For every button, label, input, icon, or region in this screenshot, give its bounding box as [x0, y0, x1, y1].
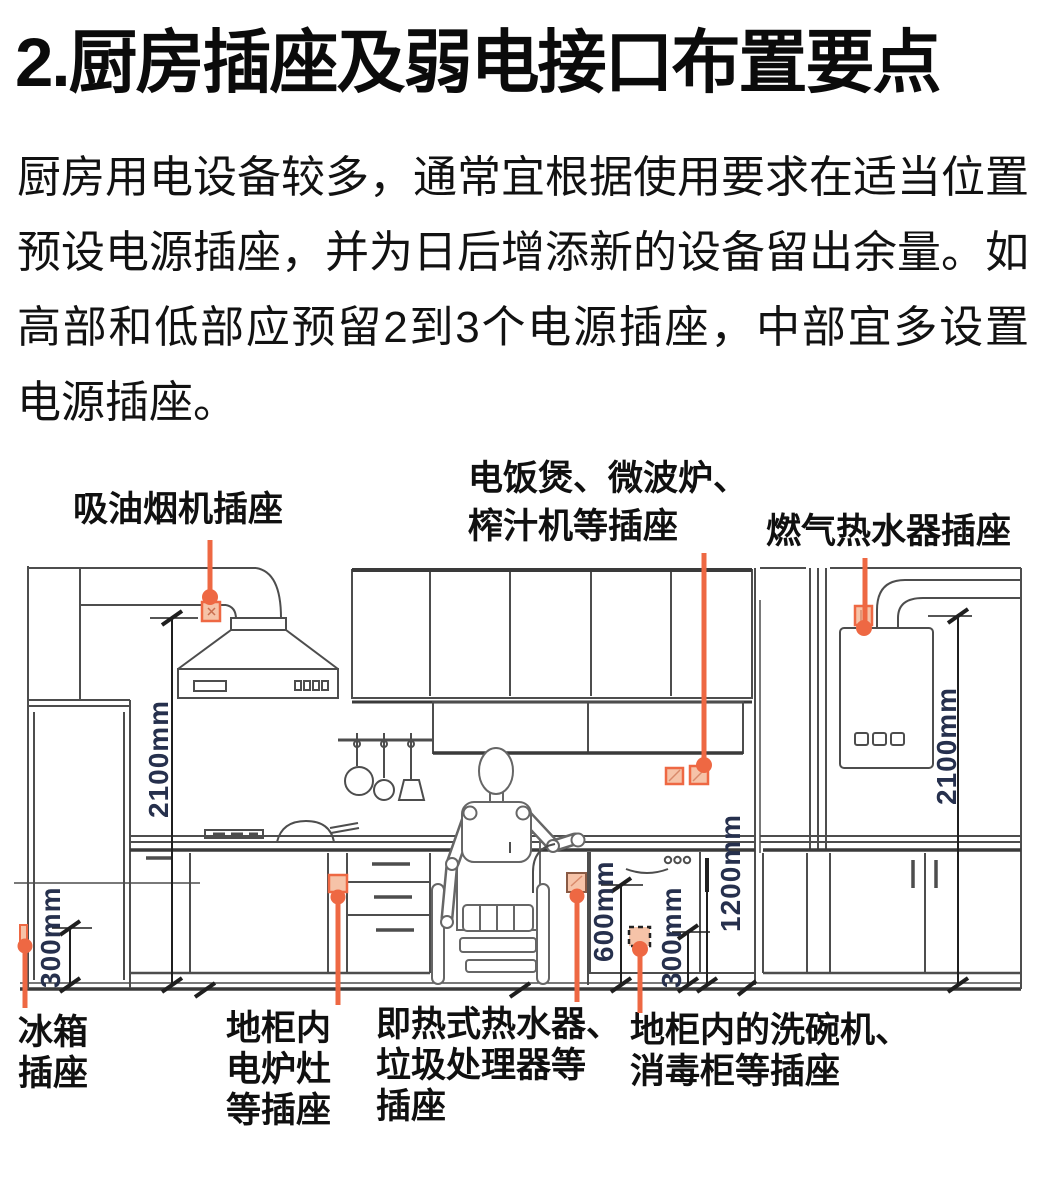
dim-fridge-socket-height: 300mm	[35, 886, 66, 988]
page-title: 2.厨房插座及弱电接口布置要点	[15, 24, 942, 101]
callout-ricecooker-socket: 电饭煲、微波炉、 榨汁机等插座	[468, 459, 749, 546]
callout-fridge-socket: 冰箱 插座	[18, 1013, 89, 1093]
utensil-rail	[338, 733, 432, 801]
base-cabinets-right	[760, 835, 1021, 975]
callout-cooktop-socket: 地柜内 电炉灶 等插座	[226, 1009, 332, 1130]
dimension-labels: 2100mm 300mm 600mm 300mm 1200mm 2100mm	[35, 687, 962, 988]
gas-water-heater	[809, 568, 1021, 850]
socket-cooktop	[327, 873, 349, 894]
base-cabinets-left	[129, 853, 431, 975]
dim-right-wall-height: 2100mm	[931, 687, 962, 805]
dim-counter-socket-height: 600mm	[588, 860, 619, 962]
socket-dishwasher	[627, 925, 652, 948]
dim-left-wall-height: 2100mm	[143, 700, 174, 818]
callout-instant-heater-socket: 即热式热水器、 垃圾处理器等 插座	[376, 1005, 622, 1126]
dimension-lines	[52, 607, 972, 999]
intro-paragraph: 厨房用电设备较多，通常宜根据使用要求在适当位置预设电源插座，并为日后增添新的设备…	[17, 153, 1029, 427]
wheelchair-user-figure	[431, 747, 586, 985]
upper-cabinets	[351, 568, 753, 755]
callout-dishwasher-socket: 地柜内的洗碗机、 消毒柜等插座	[630, 1011, 911, 1091]
countertop-and-cooktop	[130, 819, 755, 852]
callout-leaders	[17, 540, 872, 1013]
dim-mid-wall-socket-height: 1200mm	[715, 814, 746, 932]
sink-and-dishwasher	[509, 842, 755, 985]
callout-gas-heater-socket: 燃气热水器插座	[766, 512, 1012, 551]
callout-range-hood-socket: 吸油烟机插座	[73, 490, 284, 529]
dim-dishwasher-socket-height: 300mm	[656, 886, 687, 988]
socket-instant-heater	[566, 872, 587, 893]
